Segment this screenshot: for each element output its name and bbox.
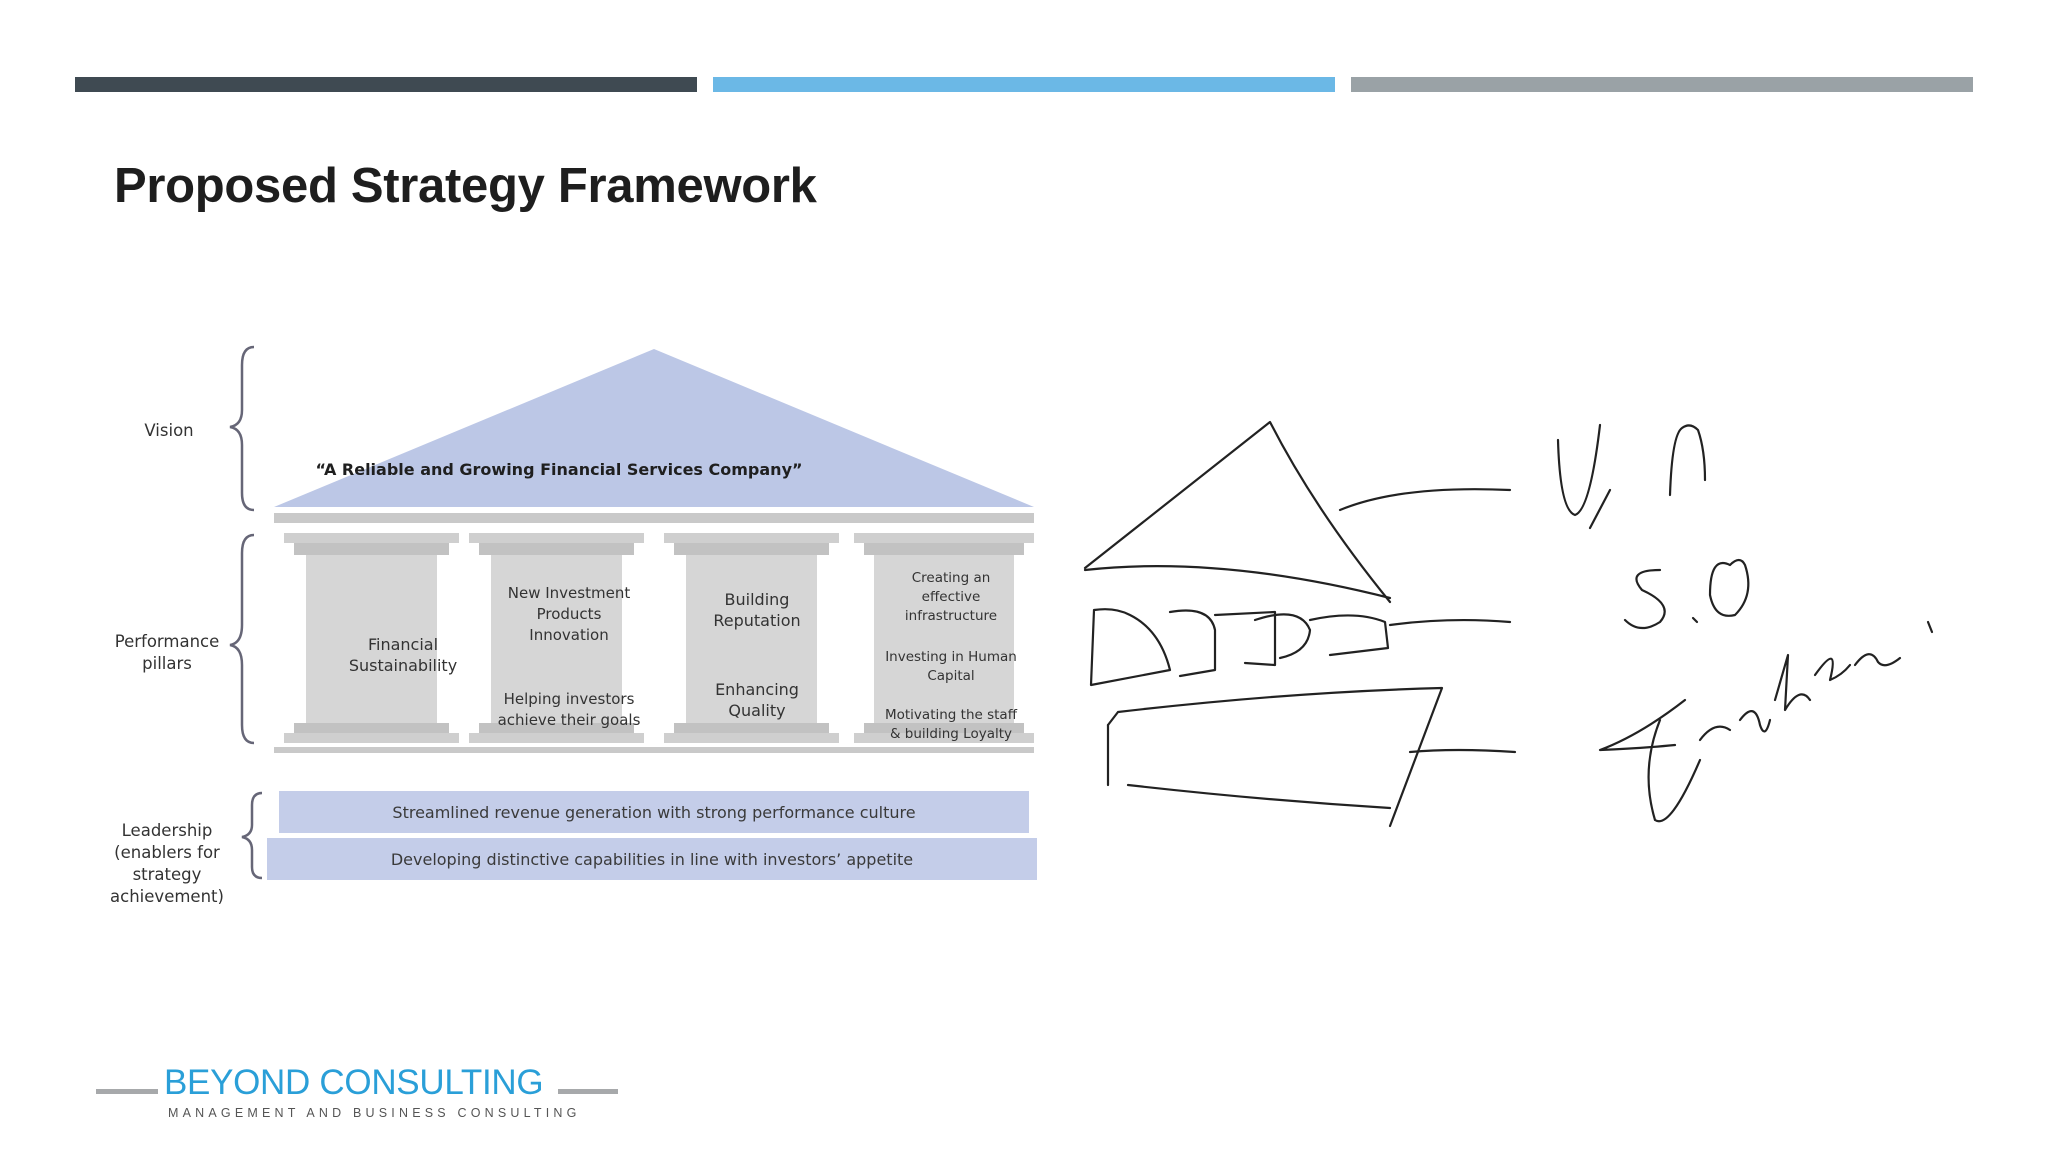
logo-tagline: MANAGEMENT AND BUSINESS CONSULTING — [168, 1106, 581, 1120]
pillar-building-reputation: Building Reputation — [713, 590, 801, 630]
page-title: Proposed Strategy Framework — [114, 159, 817, 213]
pillar-human-capital: Investing in Human Capital — [885, 649, 1017, 684]
accent-bar-gray — [1351, 77, 1973, 92]
accent-bar-dark — [75, 77, 697, 92]
leadership-label: Leadership (enablers for strategy achiev… — [110, 821, 224, 906]
handwritten-annotation — [1083, 420, 1934, 828]
performance-pillars-label: Performance pillars — [114, 632, 220, 673]
beyond-consulting-logo: BEYOND CONSULTING MANAGEMENT AND BUSINES… — [96, 1063, 626, 1133]
accent-bar-blue — [713, 77, 1335, 92]
pillar-helping-investors: Helping investors achieve their goals — [497, 690, 641, 729]
vision-statement: “A Reliable and Growing Financial Servic… — [315, 460, 803, 479]
pillar-financial-sustainability: Financial Sustainability — [348, 635, 458, 675]
logo-rule-left — [96, 1089, 158, 1094]
base-distinctive-capabilities: Developing distinctive capabilities in l… — [390, 850, 914, 869]
temple-graphic — [229, 345, 1037, 880]
pillar-effective-infrastructure: Creating an effective infrastructure — [904, 570, 998, 624]
base-streamlined-revenue: Streamlined revenue generation with stro… — [392, 803, 916, 822]
logo-wordmark: BEYOND CONSULTING — [164, 1063, 544, 1102]
logo-rule-right — [558, 1089, 618, 1094]
pillar-staff-loyalty: Motivating the staff & building Loyalty — [884, 707, 1018, 742]
vision-label: Vision — [144, 421, 194, 440]
pillar-investment-innovation: New Investment Products Innovation — [507, 584, 631, 644]
pillar-enhancing-quality: Enhancing Quality — [715, 680, 799, 720]
strategy-framework-diagram: Vision Performance pillars Leadership (e… — [84, 335, 1044, 925]
